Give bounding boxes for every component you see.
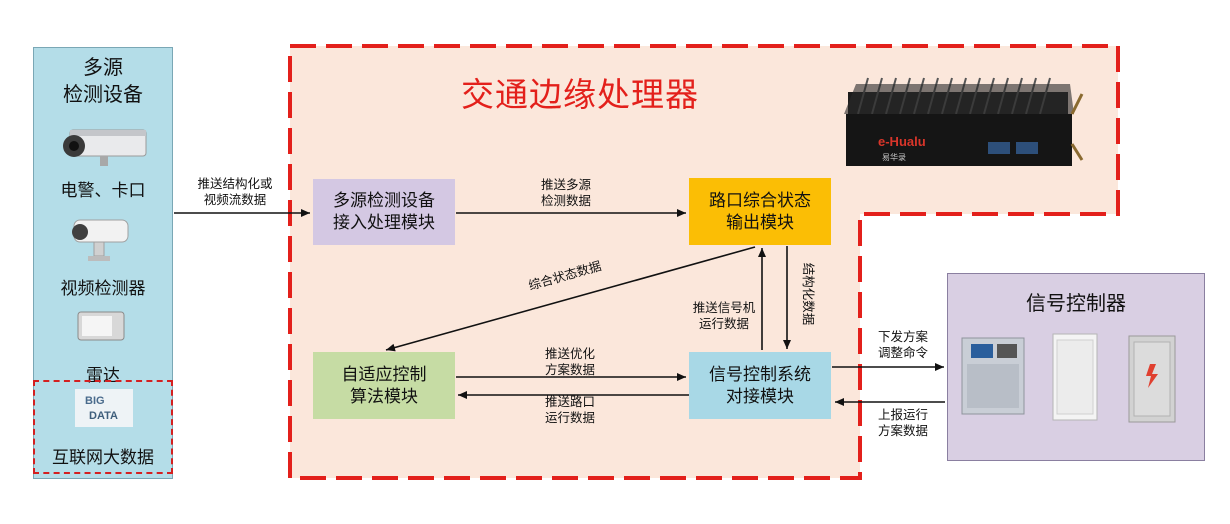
edge-processor-border [288,44,1120,480]
signal-control-interface-module: 信号控制系统对接模块 [689,352,831,419]
label-structured-data: 结构化数据 [801,262,816,326]
access-processing-module: 多源检测设备接入处理模块 [313,179,455,245]
label-push-intersection: 推送路口运行数据 [544,394,595,425]
device-label-e-police: 电警、卡口 [60,181,146,201]
controller-panel-image [961,337,1025,415]
signal-controller-title: 信号控制器 [1026,291,1126,315]
label-report-plan: 上报运行方案数据 [877,407,928,438]
label-push-structured: 推送结构化或视频流数据 [197,176,273,207]
internet-big-data-box [33,380,173,474]
edge-processor-title: 交通边缘处理器 [461,75,699,114]
panel-title-line1: 多源 [83,55,123,79]
big-data-icon: BIG DATA [75,389,133,427]
edge-processor-device-image: e-Hualu 易华录 [844,77,1084,166]
signal-module-line1: 信号控制系统 [709,364,811,385]
device-label-big-data: 互联网大数据 [52,448,154,468]
big-data-icon-text-data: DATA [89,410,118,422]
intersection-state-output-module: 路口综合状态输出模块 [689,178,831,245]
arrow-output-to-algorithm [385,246,756,352]
video-detector-icon [72,219,129,261]
label-issue-plan: 下发方案调整命令 [877,329,928,360]
device-brand-logo: e-Hualu [878,134,926,149]
radar-icon [77,311,125,341]
output-module-line2: 输出模块 [726,212,794,233]
device-brand-cn: 易华录 [882,152,906,162]
cabinet-grey-image [1128,335,1176,423]
adaptive-control-algorithm-module: 自适应控制算法模块 [313,352,455,419]
algorithm-module-line2: 算法模块 [350,386,418,407]
big-data-icon-text-big: BIG [85,395,105,407]
label-push-multi: 推送多源检测数据 [540,177,591,208]
device-label-video-detector: 视频检测器 [60,279,146,299]
algorithm-module-line1: 自适应控制 [341,364,427,385]
signal-controller-images [961,333,1176,423]
access-module-line2: 接入处理模块 [333,213,435,233]
e-police-camera-icon [63,129,147,166]
output-module-line1: 路口综合状态 [709,190,811,211]
label-push-signal: 推送信号机运行数据 [692,300,756,331]
signal-module-line2: 对接模块 [726,386,794,407]
panel-title-line2: 检测设备 [63,82,143,106]
cabinet-white-image [1052,333,1098,421]
label-push-optimized: 推送优化方案数据 [544,346,595,377]
access-module-line1: 多源检测设备 [333,191,435,211]
